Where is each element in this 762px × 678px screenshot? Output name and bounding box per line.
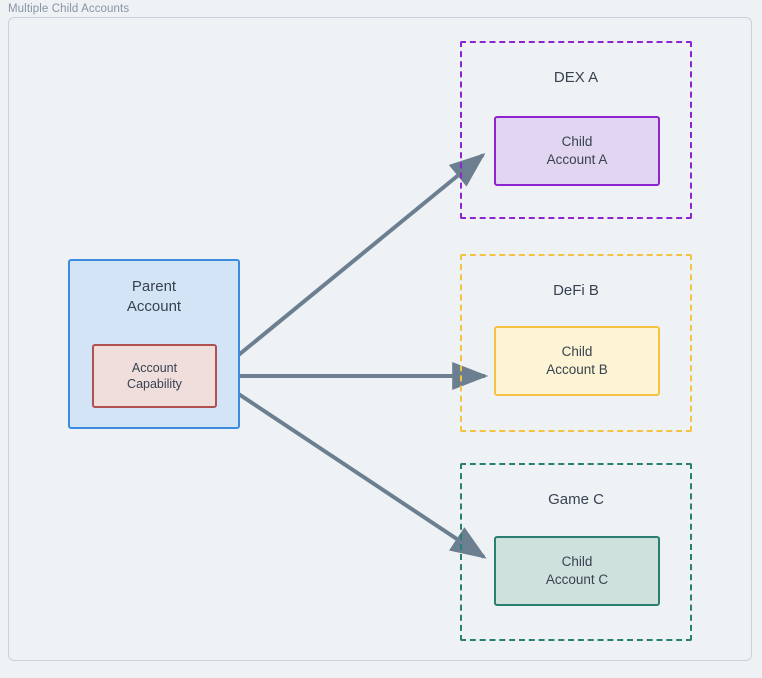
account-capability-label-line1: Account — [131, 360, 178, 375]
group-game-c: Game C — [460, 463, 692, 641]
group-game-c-title: Game C — [548, 491, 604, 508]
node-account-capability[interactable]: Account Capability — [92, 344, 217, 408]
account-capability-label-line2: Capability — [127, 377, 182, 391]
node-child-account-c[interactable]: Child Account C — [494, 536, 660, 606]
group-dex-a: DEX A — [460, 41, 692, 219]
child-account-c-label-line2: Account C — [545, 572, 609, 587]
node-child-account-b[interactable]: Child Account B — [494, 326, 660, 396]
child-account-c-label-line1: Child — [561, 554, 593, 570]
group-defi-b: DeFi B — [460, 254, 692, 432]
group-defi-b-title: DeFi B — [553, 282, 599, 299]
child-account-a-label-line1: Child — [561, 134, 593, 150]
node-child-account-a[interactable]: Child Account A — [494, 116, 660, 186]
child-account-b-label-line2: Account B — [546, 362, 608, 377]
parent-account-label-line1: Parent — [131, 278, 177, 295]
child-account-a-label-line2: Account A — [546, 152, 608, 167]
parent-account-label-line2: Account — [126, 297, 182, 315]
group-dex-a-title: DEX A — [553, 69, 599, 86]
child-account-b-label-line1: Child — [561, 344, 593, 360]
frame-title: Multiple Child Accounts — [8, 3, 130, 15]
